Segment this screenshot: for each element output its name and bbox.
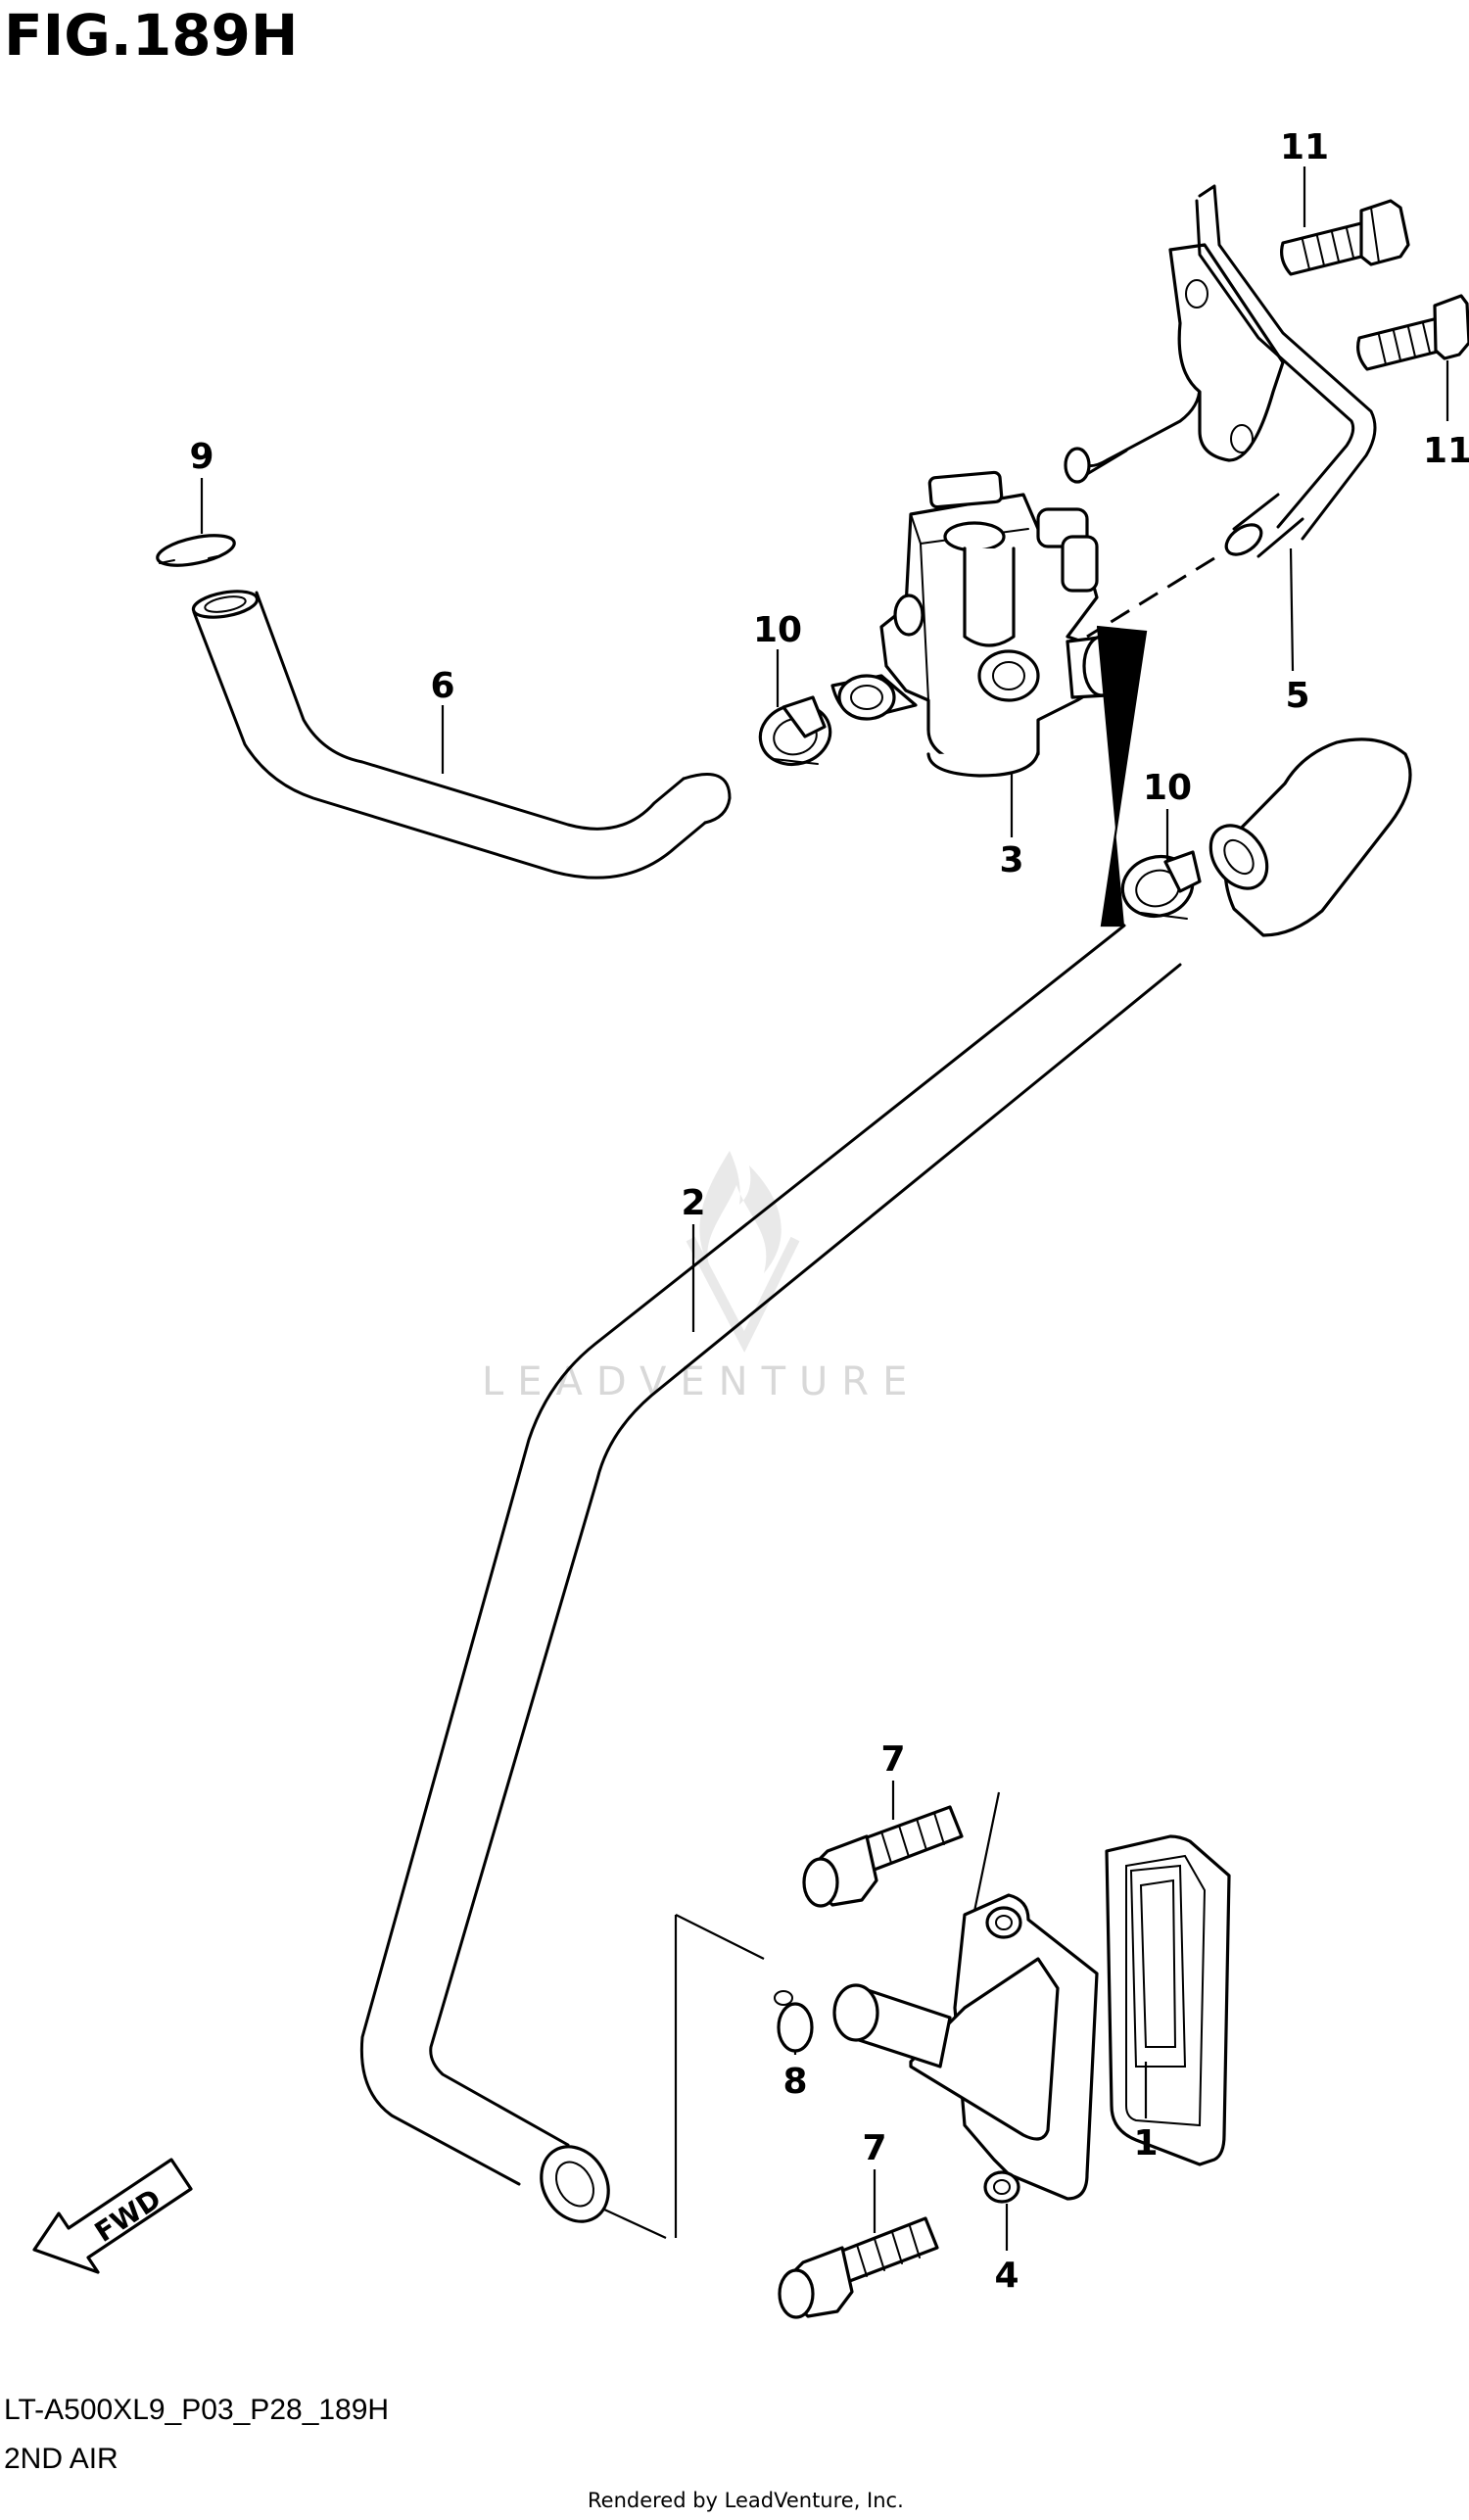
ring-part-9 <box>156 534 236 567</box>
bolt-part-7-lower <box>778 2216 939 2319</box>
callout-label: 2 <box>681 1183 705 1223</box>
oring-part-8 <box>774 1990 814 2053</box>
watermark-text: LEADVENTURE <box>482 1359 921 1404</box>
callout-6: 6 <box>430 666 455 774</box>
callout-label: 10 <box>753 610 802 650</box>
fwd-arrow: FWD <box>32 2158 193 2274</box>
callout-label: 11 <box>1423 431 1469 471</box>
callout-label: 7 <box>862 2128 886 2168</box>
bolt-part-11-upper <box>1280 199 1410 276</box>
callout-10-left: 10 <box>753 610 802 707</box>
callout-4: 4 <box>994 2204 1019 2296</box>
pipe-part-5 <box>1064 184 1377 558</box>
callout-7-upper: 7 <box>880 1739 906 1820</box>
callout-label: 5 <box>1285 676 1309 716</box>
model-code: LT-A500XL9_P03_P28_189H <box>4 2394 389 2426</box>
clamp-part-10-left <box>758 695 832 767</box>
callout-2: 2 <box>681 1183 706 1332</box>
hose-part-2 <box>359 737 1412 2223</box>
callout-label: 9 <box>189 437 213 477</box>
callout-9: 9 <box>189 437 214 534</box>
callout-label: 7 <box>880 1739 905 1780</box>
rendered-by: Rendered by LeadVenture, Inc. <box>588 2489 904 2512</box>
callout-label: 10 <box>1143 768 1192 808</box>
bolt-part-11-lower <box>1356 294 1469 371</box>
callout-1: 1 <box>1133 2062 1159 2163</box>
callout-label: 3 <box>999 840 1023 880</box>
callout-11-lower: 11 <box>1423 360 1469 471</box>
callout-8: 8 <box>782 2051 808 2102</box>
watermark-logo <box>686 1151 800 1354</box>
figure-title: FIG.189H <box>4 2 298 69</box>
bolt-part-7-upper <box>802 1805 964 1908</box>
callout-label: 8 <box>782 2062 807 2102</box>
callout-5: 5 <box>1285 547 1310 716</box>
callout-3: 3 <box>999 774 1024 880</box>
callout-7-lower: 7 <box>862 2128 887 2233</box>
clamp-part-10-right <box>1120 850 1202 920</box>
callout-label: 1 <box>1133 2123 1158 2163</box>
cover-part-4 <box>832 1893 1099 2204</box>
hose-part-6 <box>191 590 732 880</box>
callout-11-upper: 11 <box>1280 127 1329 227</box>
section-name: 2ND AIR <box>4 2443 118 2475</box>
callout-label: 4 <box>994 2256 1019 2296</box>
callout-label: 6 <box>430 666 454 706</box>
valve-part-3 <box>830 470 1121 778</box>
callout-10-right: 10 <box>1143 768 1192 860</box>
callout-label: 11 <box>1280 127 1329 167</box>
gasket-part-1 <box>1105 1834 1231 2166</box>
